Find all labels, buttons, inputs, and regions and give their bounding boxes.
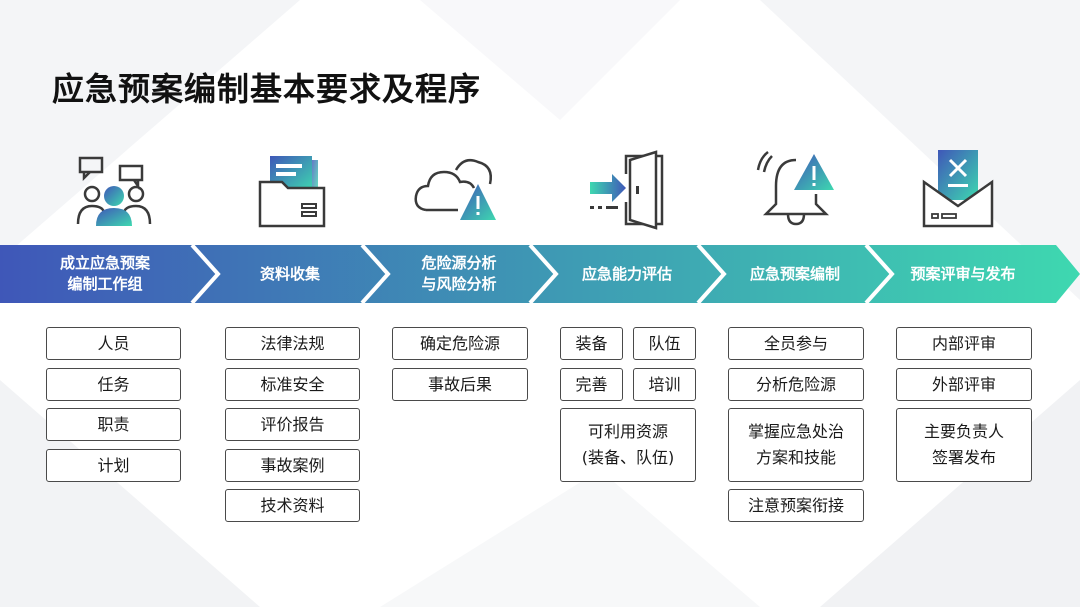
stage-2-label: 资料收集: [259, 264, 320, 283]
exit-door-icon: [590, 150, 664, 230]
item-box: 可利用资源 (装备、队伍): [560, 408, 696, 482]
item-box: 培训: [633, 368, 696, 401]
item-box: 装备: [560, 327, 623, 360]
item-box: 人员: [46, 327, 181, 360]
item-box: 任务: [46, 368, 181, 401]
item-box: 分析危险源: [728, 368, 864, 401]
stage-label: 应急预案编制: [720, 245, 870, 303]
stage-label: 危险源分析 与风险分析: [384, 245, 534, 303]
stage-label: 应急能力评估: [552, 245, 702, 303]
stage-label: 资料收集: [215, 245, 365, 303]
process-band: [0, 245, 1080, 303]
stage-5-label: 应急预案编制: [749, 264, 840, 283]
envelope-document-icon: [922, 150, 994, 228]
item-box: 计划: [46, 449, 181, 482]
item-box: 事故后果: [392, 368, 528, 401]
item-box: 注意预案衔接: [728, 489, 864, 522]
item-box: 职责: [46, 408, 181, 441]
item-box: 主要负责人 签署发布: [896, 408, 1032, 482]
item-box: 确定危险源: [392, 327, 528, 360]
item-box: 事故案例: [225, 449, 360, 482]
cloud-warning-icon: [414, 159, 496, 220]
item-box: 评价报告: [225, 408, 360, 441]
item-box: 完善: [560, 368, 623, 401]
item-box: 外部评审: [896, 368, 1032, 401]
folder-documents-icon: [258, 156, 326, 228]
stage-label: 预案评审与发布: [888, 245, 1038, 303]
item-box: 掌握应急处治 方案和技能: [728, 408, 864, 482]
item-box: 技术资料: [225, 489, 360, 522]
item-box: 标准安全: [225, 368, 360, 401]
team-discussion-icon: [76, 156, 152, 226]
stage-label: 成立应急预案 编制工作组: [20, 245, 190, 303]
item-box: 队伍: [633, 327, 696, 360]
item-box: 内部评审: [896, 327, 1032, 360]
stage-4-label: 应急能力评估: [581, 264, 672, 283]
stage-6-label: 预案评审与发布: [910, 264, 1016, 283]
item-box: 全员参与: [728, 327, 864, 360]
alarm-bell-icon: [756, 151, 834, 226]
item-box: 法律法规: [225, 327, 360, 360]
stage-3-label: 危险源分析 与风险分析: [421, 254, 497, 293]
stage-1-label: 成立应急预案 编制工作组: [59, 254, 150, 293]
page-title: 应急预案编制基本要求及程序: [52, 70, 482, 108]
